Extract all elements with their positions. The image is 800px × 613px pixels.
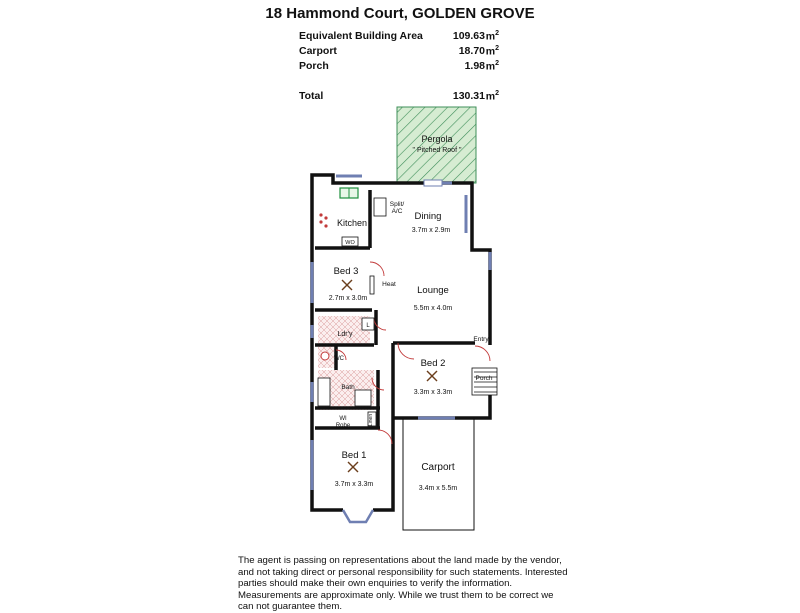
shower: [354, 389, 372, 407]
porch-label: Porch: [476, 375, 493, 382]
area-label: Porch: [299, 60, 329, 72]
windows: [310, 174, 492, 490]
laundry-label: Ldr'y: [338, 331, 353, 338]
ceiling-fan-bed2: [426, 370, 438, 382]
area-unit: m2: [485, 60, 499, 73]
disclaimer-text: The agent is passing on representations …: [238, 555, 568, 613]
sliding-door-pergola: [423, 179, 443, 187]
pergola-label: Pergola: [421, 134, 452, 144]
lounge-size: 5.5m x 4.0m: [414, 305, 453, 312]
area-label: Equivalent Building Area: [299, 30, 423, 42]
bed2-size: 3.3m x 3.3m: [414, 389, 453, 396]
area-unit: m2: [485, 45, 499, 58]
linen-l-cupboard: [361, 317, 375, 331]
bath-tub: [317, 377, 331, 407]
pergola-area: [396, 106, 477, 184]
area-unit: m2: [485, 30, 499, 43]
wo-box: [341, 236, 359, 247]
wc-label: WC: [334, 356, 345, 362]
area-label: Carport: [299, 45, 337, 57]
bed3-size: 2.7m x 3.0m: [329, 295, 368, 302]
total-unit: m2: [485, 90, 499, 103]
heater: [369, 275, 375, 295]
lounge-label: Lounge: [417, 285, 449, 296]
linen-l-label: L: [366, 323, 370, 329]
area-value: 18.70: [458, 45, 485, 57]
entry-label: Entry: [473, 336, 489, 343]
dining-size: 3.7m x 2.9m: [412, 227, 451, 234]
total-value: 130.31: [452, 90, 485, 102]
split-ac-unit: [373, 197, 387, 217]
porch-steps: [471, 367, 498, 396]
total-label: Total: [299, 90, 324, 102]
pergola-note: " Pitched Roof ": [413, 147, 462, 154]
kitchen-label: Kitchen: [337, 218, 367, 228]
wi-robe-line1: WI: [339, 416, 347, 422]
split-ac-line2: A/C: [392, 208, 403, 215]
wi-robe-line2: Robe: [336, 423, 351, 429]
carport-size: 3.4m x 5.5m: [419, 485, 458, 492]
bed3-label: Bed 3: [334, 266, 359, 277]
bed1-size: 3.7m x 3.3m: [335, 481, 374, 488]
ceiling-fan-bed3: [341, 279, 353, 291]
floor-plan: Pergola " Pitched Roof " Kitchen WO Spli…: [310, 106, 498, 531]
bath-label: Bath: [341, 384, 355, 391]
carport-label: Carport: [421, 462, 455, 473]
ceiling-fan-bed1: [347, 461, 359, 473]
linen-label: Linen: [368, 414, 374, 426]
bed2-label: Bed 2: [421, 358, 446, 369]
bed1-label: Bed 1: [342, 450, 367, 461]
area-value: 109.63: [452, 30, 485, 42]
area-value: 1.98: [464, 60, 485, 72]
heat-label: Heat: [382, 281, 396, 288]
walls: [310, 173, 492, 512]
wo-label: WO: [345, 240, 355, 246]
wc-pan: [320, 351, 330, 361]
carport-outline: [402, 418, 475, 531]
dining-label: Dining: [415, 211, 442, 222]
bay-window: [341, 509, 375, 524]
property-title: 18 Hammond Court, GOLDEN GROVE: [265, 5, 535, 22]
laundry-tile: [318, 316, 370, 344]
split-ac-line1: Split/: [390, 201, 405, 208]
linen-cupboard: [367, 411, 377, 427]
